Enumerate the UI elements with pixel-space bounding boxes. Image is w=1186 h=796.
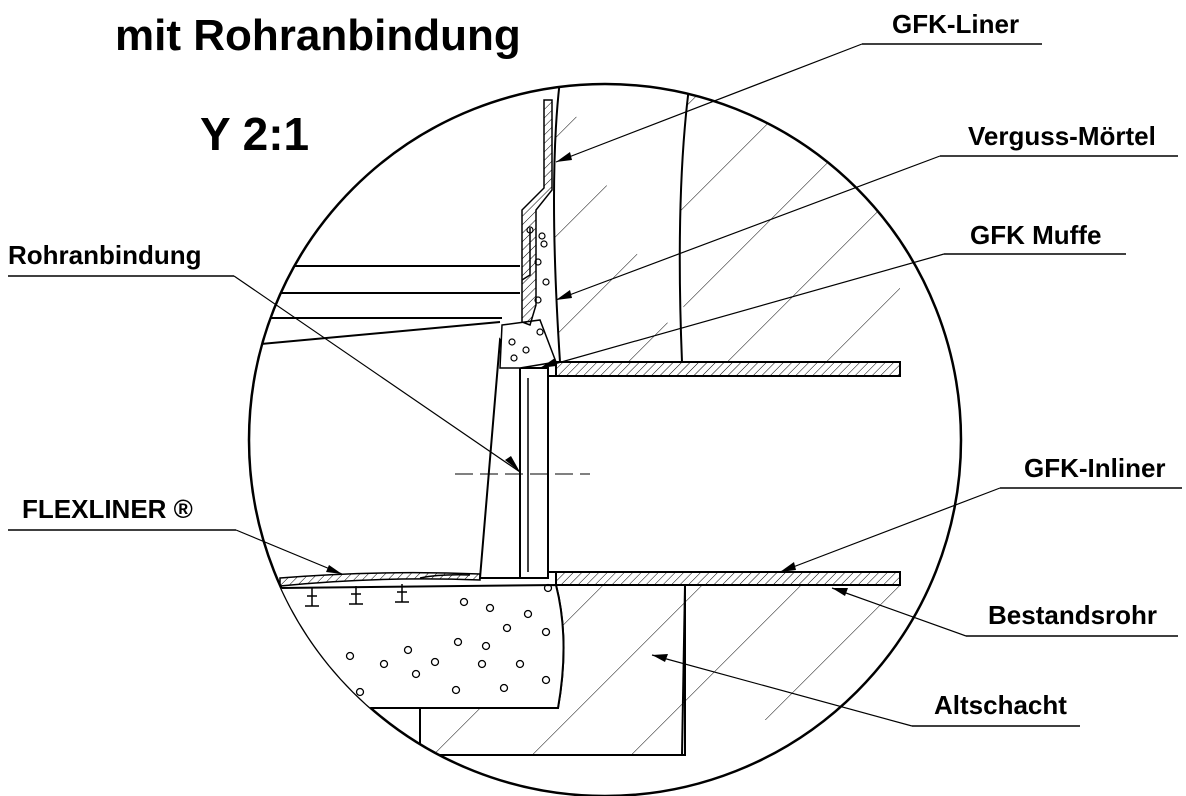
- arrow-gfk-liner: [556, 152, 572, 162]
- altschacht-wall-upper: [553, 84, 685, 363]
- wall-joint-lower: [681, 584, 686, 756]
- bestandsrohr-top: [555, 361, 901, 377]
- drawing-title: mit Rohranbindung: [115, 11, 521, 60]
- leader-bestandsrohr: [831, 587, 967, 637]
- leader-gfk-inliner: [779, 487, 1001, 573]
- aggregate-dots: [345, 583, 553, 697]
- leader-flexliner: [235, 529, 343, 575]
- gfk-liner-profile: [521, 99, 553, 326]
- callout-rohranbindung: Rohranbindung: [8, 240, 202, 270]
- leader-verguss: [555, 155, 941, 301]
- callout-gfk-liner: GFK-Liner: [892, 9, 1019, 39]
- anchor-studs: [305, 574, 471, 607]
- arrow-bestandsrohr: [832, 588, 848, 596]
- grout-fill: [499, 319, 558, 369]
- leader-gfk-liner: [555, 43, 863, 163]
- arrow-verguss: [556, 290, 572, 300]
- section-geometry: [249, 84, 901, 756]
- scale-label: Y 2:1: [200, 108, 309, 160]
- altschacht-lower-right-hatch: [685, 585, 900, 720]
- arrow-rohranbindung: [505, 456, 520, 472]
- callout-gfk-inliner: GFK-Inliner: [1024, 453, 1166, 483]
- callout-gfk-muffe: GFK Muffe: [970, 220, 1101, 250]
- arrow-gfk-inliner: [780, 562, 796, 572]
- leader-gfk-muffe: [539, 253, 945, 369]
- callout-bestandsrohr: Bestandsrohr: [988, 600, 1157, 630]
- liner-flange: [521, 228, 531, 281]
- wall-joint-upper: [678, 84, 691, 363]
- leader-altschacht: [651, 654, 913, 727]
- arrow-flexliner: [326, 565, 342, 574]
- bench-slope: [249, 321, 501, 346]
- gfk-muffe: [519, 367, 549, 579]
- bestandsrohr-bottom: [555, 571, 901, 586]
- arrow-altschacht: [652, 654, 668, 662]
- callouts: GFK-Liner Verguss-Mörtel GFK Muffe Rohra…: [8, 9, 1182, 727]
- arrow-gfk-muffe: [540, 358, 556, 368]
- detail-circle: [247, 82, 963, 796]
- callout-altschacht: Altschacht: [934, 690, 1067, 720]
- callout-verguss-moertel: Verguss-Mörtel: [968, 121, 1156, 151]
- leader-rohranbindung: [233, 275, 521, 473]
- callout-flexliner: FLEXLINER ®: [22, 494, 193, 524]
